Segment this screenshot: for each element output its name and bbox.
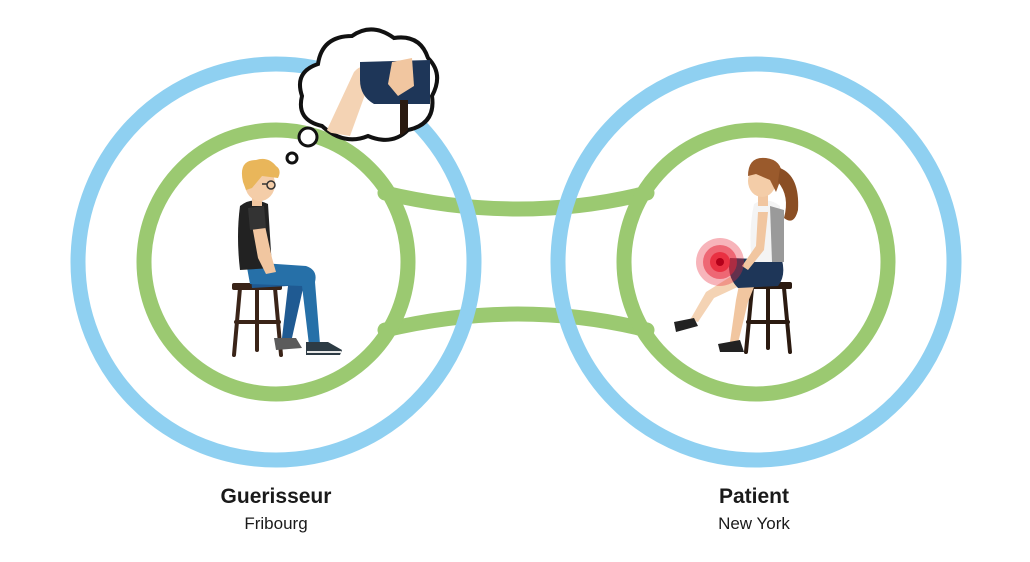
patient-inner-circle <box>616 122 896 402</box>
healer-inner-circle <box>136 122 416 402</box>
bridge-top-line <box>377 185 655 217</box>
healer-location: Fribourg <box>244 514 308 533</box>
healer-seated-figure-icon <box>232 158 342 357</box>
healer-outer-circle <box>70 56 482 468</box>
patient-name: Patient <box>718 485 789 508</box>
bridge-bottom-line <box>377 306 655 338</box>
stool-icon <box>232 283 283 357</box>
stool-icon <box>744 282 792 354</box>
patient-seated-figure-icon <box>674 157 799 354</box>
patient-outer-circle <box>550 56 962 468</box>
thought-bubble-icon <box>285 27 440 165</box>
healer-caption: Guerisseur Fribourg <box>146 484 406 536</box>
pain-target-icon <box>696 238 744 286</box>
healer-name: Guerisseur <box>220 485 332 508</box>
patient-caption: Patient New York <box>624 484 884 536</box>
patient-location: New York <box>718 514 790 533</box>
connection-bridge <box>377 185 655 338</box>
